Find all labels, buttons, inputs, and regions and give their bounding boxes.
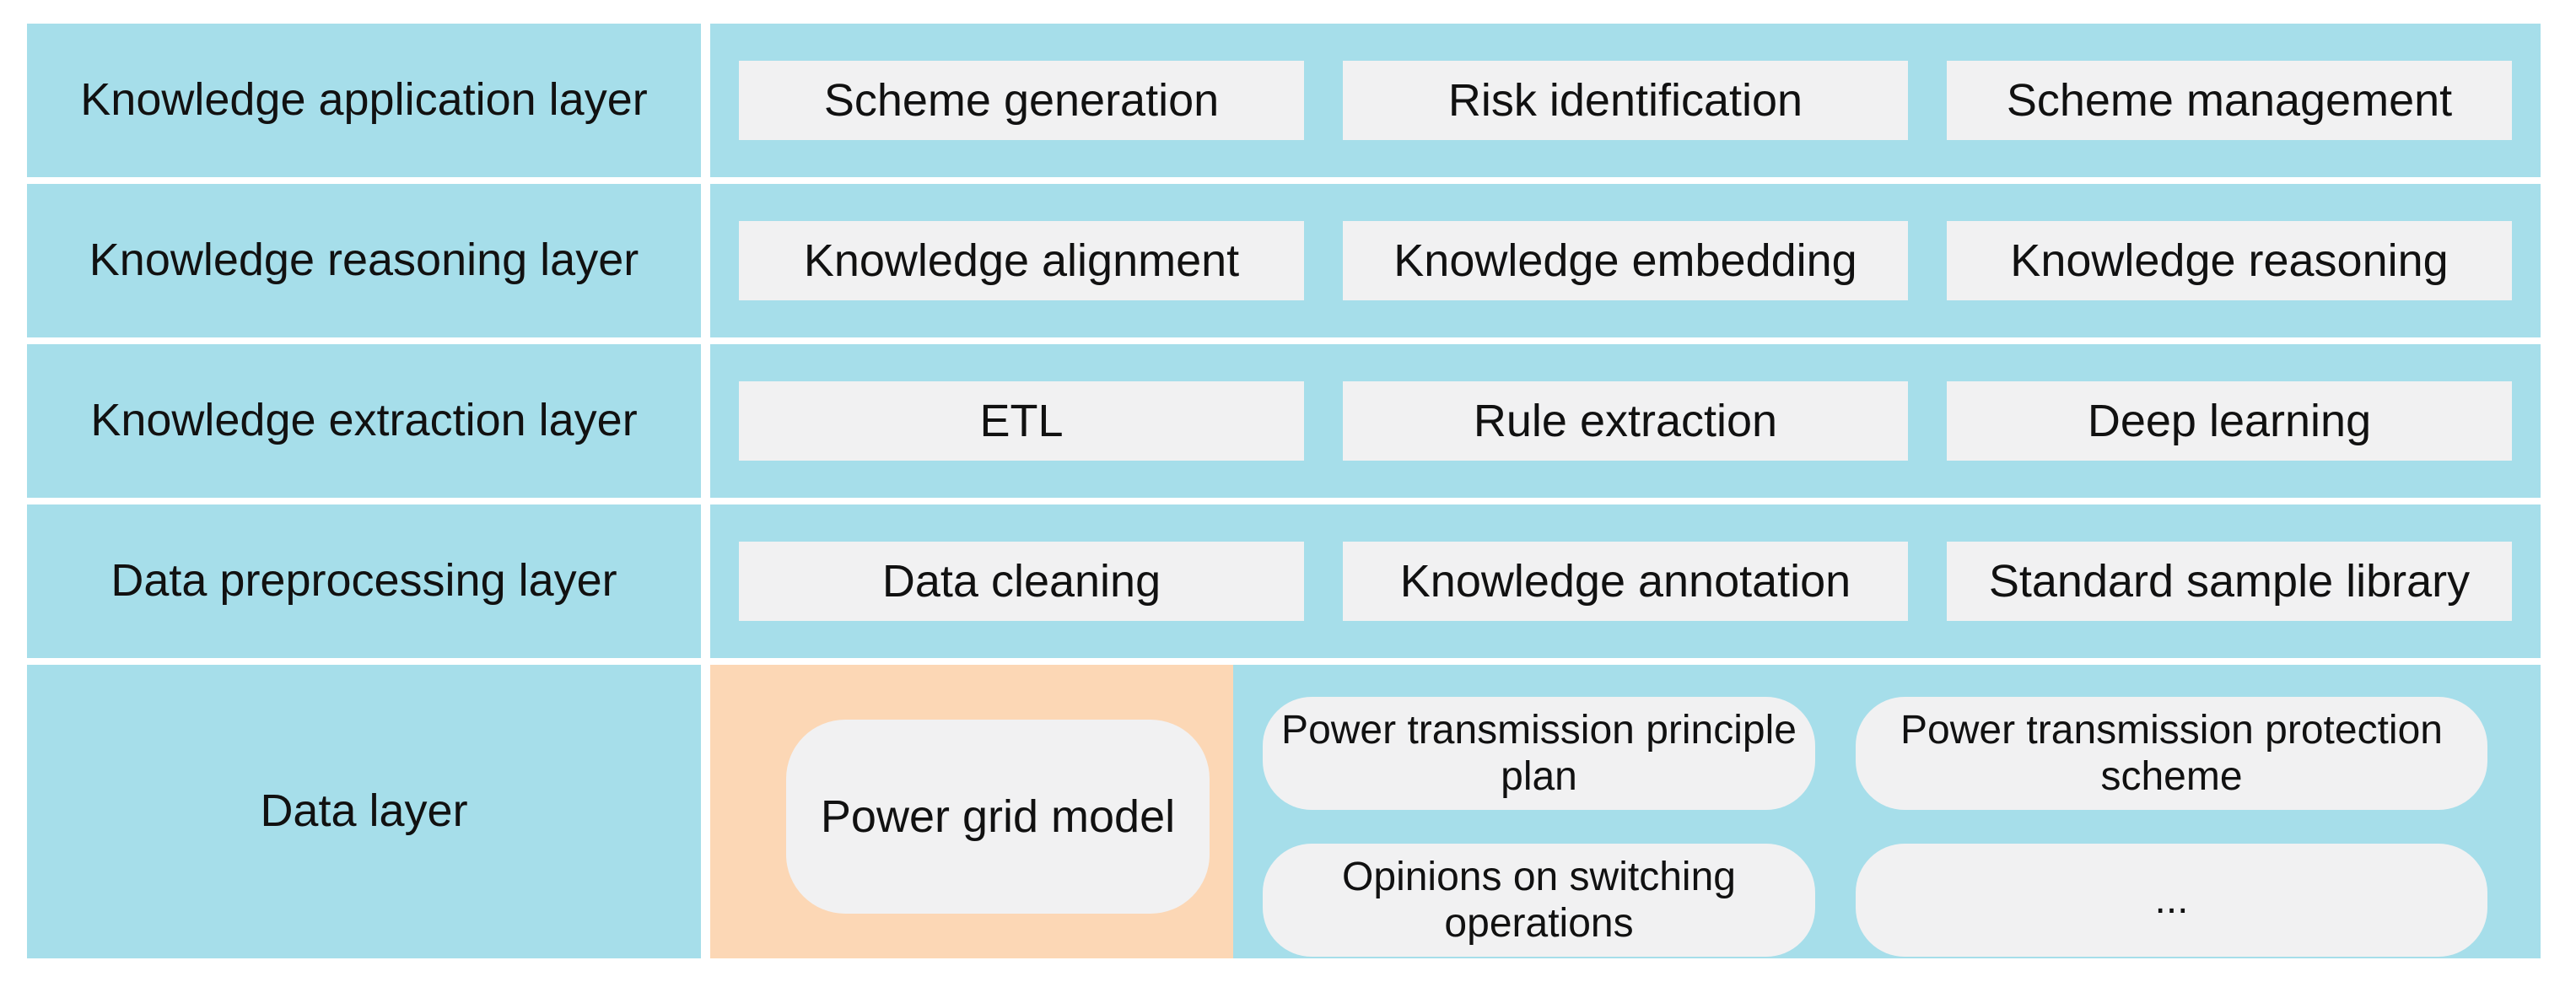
item-box-scheme-generation: Scheme generation bbox=[739, 61, 1304, 140]
layer-label-data-layer: Data layer bbox=[27, 665, 701, 958]
layer-label-knowledge-extraction: Knowledge extraction layer bbox=[27, 344, 701, 498]
layer-label-knowledge-reasoning: Knowledge reasoning layer bbox=[27, 184, 701, 337]
item-box-knowledge-reasoning: Knowledge reasoning bbox=[1947, 221, 2512, 300]
layer-panel-data-preprocessing: Data cleaning Knowledge annotation Stand… bbox=[710, 504, 2541, 658]
item-box-knowledge-embedding: Knowledge embedding bbox=[1343, 221, 1908, 300]
doc-bubble-switching-operations: Opinions on switching operations bbox=[1263, 844, 1815, 957]
item-box-knowledge-annotation: Knowledge annotation bbox=[1343, 542, 1908, 621]
layer-label-knowledge-application: Knowledge application layer bbox=[27, 24, 701, 177]
doc-bubble-principle-plan: Power transmission principle plan bbox=[1263, 697, 1815, 810]
item-box-data-cleaning: Data cleaning bbox=[739, 542, 1304, 621]
power-grid-model-panel: Power grid model bbox=[710, 665, 1233, 958]
item-box-etl: ETL bbox=[739, 381, 1304, 461]
item-box-scheme-management: Scheme management bbox=[1947, 61, 2512, 140]
item-box-rule-extraction: Rule extraction bbox=[1343, 381, 1908, 461]
item-box-standard-sample-library: Standard sample library bbox=[1947, 542, 2512, 621]
data-documents-panel: Power transmission principle plan Power … bbox=[1233, 665, 2541, 958]
data-layer-panel: Power grid model Power transmission prin… bbox=[710, 665, 2541, 958]
layer-panel-knowledge-reasoning: Knowledge alignment Knowledge embedding … bbox=[710, 184, 2541, 337]
power-grid-model-box: Power grid model bbox=[786, 720, 1210, 914]
doc-bubble-ellipsis: ... bbox=[1856, 844, 2487, 957]
item-box-deep-learning: Deep learning bbox=[1947, 381, 2512, 461]
diagram-grid: Knowledge application layer Scheme gener… bbox=[27, 24, 2541, 958]
layer-label-data-preprocessing: Data preprocessing layer bbox=[27, 504, 701, 658]
item-box-risk-identification: Risk identification bbox=[1343, 61, 1908, 140]
item-box-knowledge-alignment: Knowledge alignment bbox=[739, 221, 1304, 300]
layer-panel-knowledge-extraction: ETL Rule extraction Deep learning bbox=[710, 344, 2541, 498]
doc-bubble-protection-scheme: Power transmission protection scheme bbox=[1856, 697, 2487, 810]
layer-panel-knowledge-application: Scheme generation Risk identification Sc… bbox=[710, 24, 2541, 177]
